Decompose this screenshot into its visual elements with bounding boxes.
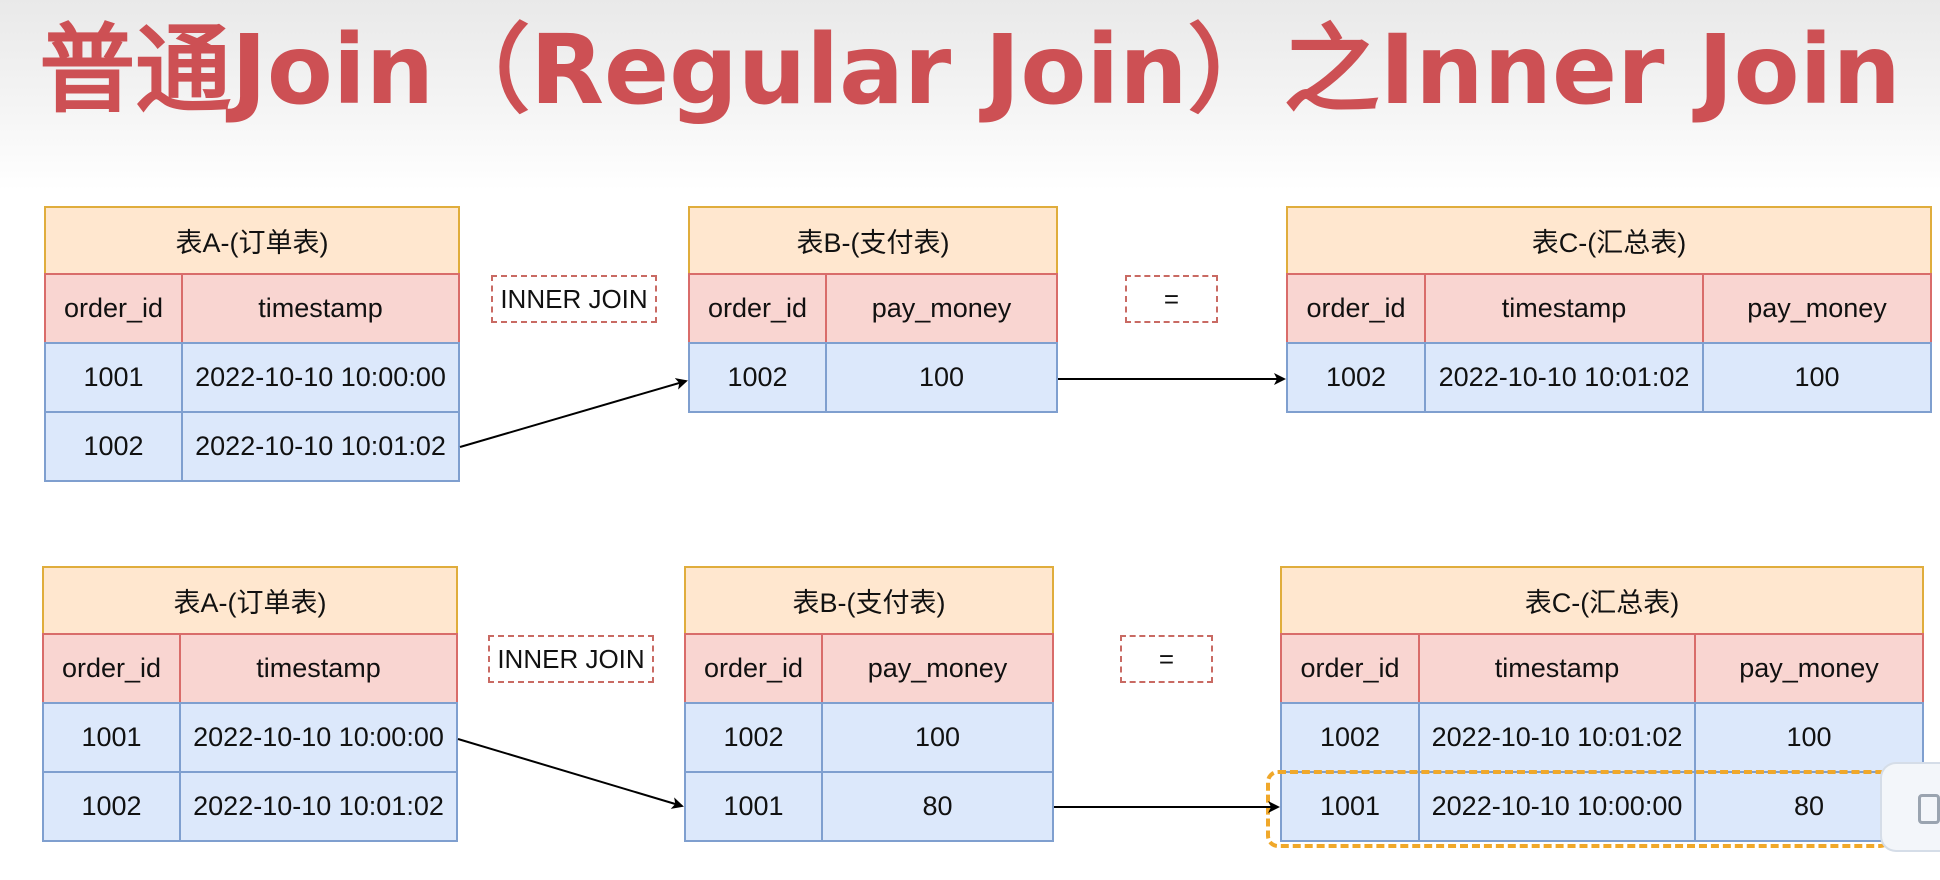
table-row: 1001 2022-10-10 10:00:00 — [44, 342, 460, 413]
d1-equals-label: = — [1125, 275, 1218, 323]
table-cell: 2022-10-10 10:00:00 — [1418, 771, 1696, 842]
table-cell: 1002 — [1280, 702, 1420, 773]
table-cell: 2022-10-10 10:01:02 — [1424, 342, 1704, 413]
table-row: 1001 80 — [684, 771, 1054, 842]
d1-table-b-col-order-id: order_id — [688, 273, 827, 344]
table-row: 1002 2022-10-10 10:01:02 100 — [1280, 702, 1924, 773]
d2-table-a-col-order-id: order_id — [42, 633, 181, 704]
table-cell: 2022-10-10 10:00:00 — [179, 702, 458, 773]
d1-table-b-title: 表B-(支付表) — [688, 206, 1058, 275]
d1-table-c: 表C-(汇总表) order_id timestamp pay_money 10… — [1286, 206, 1932, 413]
table-cell: 1002 — [1286, 342, 1426, 413]
d2-equals-label: = — [1120, 635, 1213, 683]
d2-table-b-col-order-id: order_id — [684, 633, 823, 704]
d2-table-c-col-timestamp: timestamp — [1418, 633, 1696, 704]
table-cell: 1001 — [684, 771, 823, 842]
d1-table-b-col-pay-money: pay_money — [825, 273, 1058, 344]
table-row: 1002 100 — [684, 702, 1054, 773]
d2-arrow-a-to-b — [457, 738, 684, 809]
d1-table-c-col-timestamp: timestamp — [1424, 273, 1704, 344]
d1-table-a: 表A-(订单表) order_id timestamp 1001 2022-10… — [44, 206, 460, 482]
d1-arrow-a-to-b — [459, 378, 688, 448]
table-cell: 80 — [821, 771, 1054, 842]
table-cell: 1002 — [688, 342, 827, 413]
table-row: 1001 2022-10-10 10:00:00 — [42, 702, 458, 773]
table-cell: 1002 — [684, 702, 823, 773]
table-cell: 2022-10-10 10:00:00 — [181, 342, 460, 413]
table-cell: 1002 — [44, 411, 183, 482]
d1-inner-join-label: INNER JOIN — [491, 275, 657, 323]
table-cell: 1001 — [42, 702, 181, 773]
d1-table-a-title: 表A-(订单表) — [44, 206, 460, 275]
d2-inner-join-label: INNER JOIN — [488, 635, 654, 683]
table-cell: 100 — [825, 342, 1058, 413]
table-cell: 100 — [1694, 702, 1924, 773]
d1-table-c-col-order-id: order_id — [1286, 273, 1426, 344]
d2-table-c-title: 表C-(汇总表) — [1280, 566, 1924, 635]
table-cell: 2022-10-10 10:01:02 — [181, 411, 460, 482]
table-cell: 1001 — [44, 342, 183, 413]
panel-icon — [1918, 794, 1940, 824]
d2-table-c-col-pay-money: pay_money — [1694, 633, 1924, 704]
d1-table-b: 表B-(支付表) order_id pay_money 1002 100 — [688, 206, 1058, 413]
d2-table-a-col-timestamp: timestamp — [179, 633, 458, 704]
d2-table-c-col-order-id: order_id — [1280, 633, 1420, 704]
d1-table-a-col-order-id: order_id — [44, 273, 183, 344]
d2-table-b: 表B-(支付表) order_id pay_money 1002 100 100… — [684, 566, 1054, 842]
d2-table-c: 表C-(汇总表) order_id timestamp pay_money 10… — [1280, 566, 1924, 842]
table-cell: 100 — [1702, 342, 1932, 413]
table-row: 1002 2022-10-10 10:01:02 — [44, 411, 460, 482]
table-cell: 2022-10-10 10:01:02 — [1418, 702, 1696, 773]
table-row: 1002 2022-10-10 10:01:02 — [42, 771, 458, 842]
d2-table-b-col-pay-money: pay_money — [821, 633, 1054, 704]
slide-title: 普通Join（Regular Join）之Inner Join — [39, 14, 1901, 126]
d1-table-c-title: 表C-(汇总表) — [1286, 206, 1932, 275]
table-cell: 2022-10-10 10:01:02 — [179, 771, 458, 842]
table-row: 1002 2022-10-10 10:01:02 100 — [1286, 342, 1932, 413]
table-cell: 100 — [821, 702, 1054, 773]
d1-table-a-col-timestamp: timestamp — [181, 273, 460, 344]
table-cell: 1002 — [42, 771, 181, 842]
side-panel-handle[interactable] — [1880, 762, 1940, 852]
d2-table-a-title: 表A-(订单表) — [42, 566, 458, 635]
table-cell: 1001 — [1280, 771, 1420, 842]
d2-table-a: 表A-(订单表) order_id timestamp 1001 2022-10… — [42, 566, 458, 842]
new-row-highlight — [1266, 770, 1892, 848]
d1-table-c-col-pay-money: pay_money — [1702, 273, 1932, 344]
table-row: 1002 100 — [688, 342, 1058, 413]
d2-table-b-title: 表B-(支付表) — [684, 566, 1054, 635]
